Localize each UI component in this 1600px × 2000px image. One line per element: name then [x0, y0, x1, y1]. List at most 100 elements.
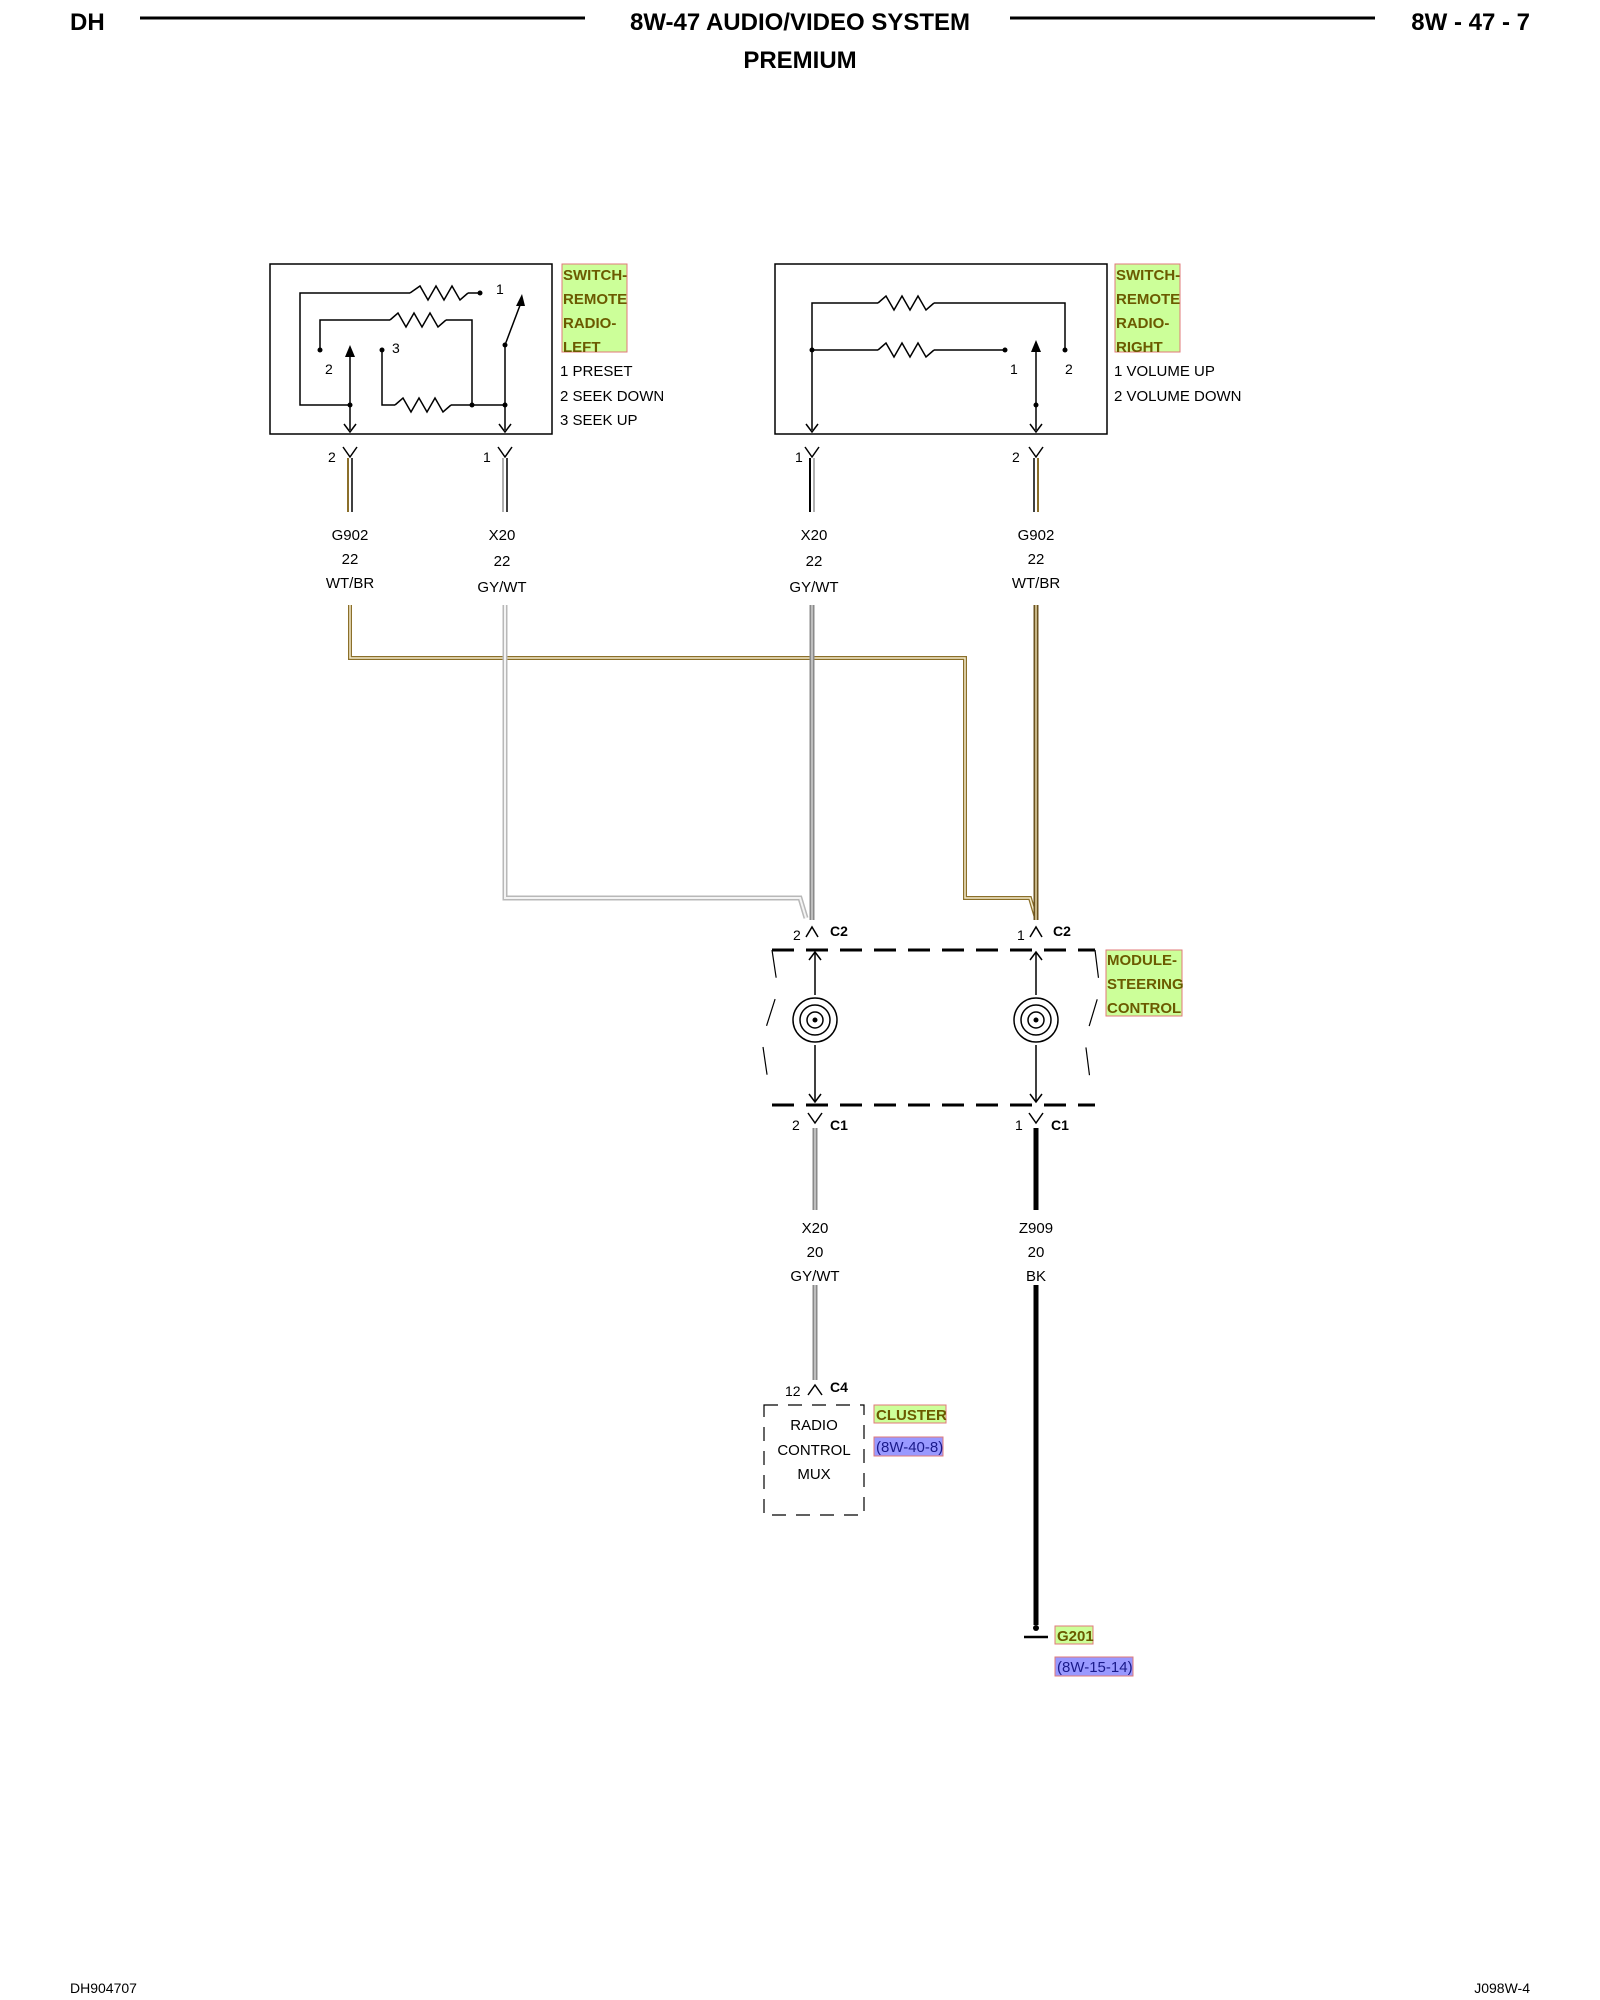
switch-left-conn-pin-b: 1 [483, 449, 491, 465]
ground-name-highlight [1054, 1625, 1094, 1645]
footer-left: DH904707 [70, 1980, 137, 1996]
module-name-line3[interactable]: CONTROL [1107, 1000, 1181, 1017]
switch-remote-radio-left: 1 2 3 [269, 263, 553, 435]
cluster-pin: 12 [785, 1383, 801, 1399]
wire-circuit: X20 [802, 1220, 829, 1237]
switch-left-function-3: 3 SEEK UP [560, 412, 638, 429]
wire-label-g902-left: G902 22 WT/BR [326, 527, 374, 592]
switch-left-pin2: 2 [325, 361, 333, 377]
wire-gauge: 22 [342, 551, 359, 568]
switch-right-conn-pin-a: 1 [795, 449, 803, 465]
module-c1-label-left: C1 [830, 1117, 848, 1133]
switch-left-box [269, 263, 553, 435]
switch-right-name-highlight [1114, 263, 1181, 353]
wire-circuit: Z909 [1019, 1220, 1053, 1237]
switch-left-name-highlight [561, 263, 628, 353]
switch-left-conn-pin-a: 2 [328, 449, 336, 465]
switch-left-function-2: 2 SEEK DOWN [560, 388, 664, 405]
switch-right-name-line1[interactable]: SWITCH- [1116, 267, 1180, 284]
wire-circuit: X20 [801, 527, 828, 544]
module-c2-pin-right: 1 [1017, 927, 1025, 943]
module-name-highlight [1105, 949, 1183, 1017]
cluster-radio-control-mux: 12 C4 RADIO CONTROL MUX [763, 1379, 865, 1516]
resistor-2 [389, 311, 447, 329]
wire-label-x20-left: X20 22 GY/WT [477, 527, 526, 596]
wire-circuit: G902 [332, 527, 369, 544]
wire-color: GY/WT [790, 1268, 839, 1285]
resistor-volume-down [877, 341, 935, 359]
mux-line3: MUX [797, 1466, 830, 1483]
module-c2-label-right: C2 [1053, 923, 1071, 939]
wire-gauge: 20 [1028, 1244, 1045, 1261]
module-c1-pin-right: 1 [1015, 1117, 1023, 1133]
module-c1-pin-left: 2 [792, 1117, 800, 1133]
switch-right-function-2: 2 VOLUME DOWN [1114, 388, 1242, 405]
switch-right-name-line3[interactable]: RADIO- [1116, 315, 1169, 332]
switch-right-conn-pin-b: 2 [1012, 449, 1020, 465]
resistor-1 [409, 284, 469, 302]
module-c1-label-right: C1 [1051, 1117, 1069, 1133]
mux-line1: RADIO [790, 1417, 838, 1434]
wire-label-x20-right: X20 22 GY/WT [789, 527, 838, 596]
clockspring-coil-icon [1013, 997, 1059, 1043]
resistor-volume-up [877, 294, 935, 312]
ground-ref-highlight [1054, 1656, 1134, 1677]
page-subtitle: PREMIUM [743, 47, 856, 74]
wire-color: WT/BR [326, 575, 374, 592]
wire-x20-right [809, 458, 815, 920]
wire-label-g902-right: G902 22 WT/BR [1012, 527, 1060, 592]
resistor-3 [394, 396, 452, 414]
cluster-ref-link[interactable]: (8W-40-8) [876, 1439, 943, 1456]
switch-right-pin2: 2 [1065, 361, 1073, 377]
module-c2-pin-left: 2 [793, 927, 801, 943]
ground-name[interactable]: G201 [1057, 1628, 1094, 1645]
ground-ref-link[interactable]: (8W-15-14) [1057, 1659, 1133, 1676]
wire-gauge: 22 [806, 553, 823, 570]
mux-line2: CONTROL [777, 1442, 850, 1459]
footer-right: J098W-4 [1474, 1980, 1530, 1996]
wire-gauge: 22 [494, 553, 511, 570]
ground-g201 [1024, 1625, 1048, 1639]
wire-color: BK [1026, 1268, 1046, 1285]
wire-gauge: 22 [1028, 551, 1045, 568]
switch-connectors: 2 1 1 2 [328, 446, 1044, 465]
radio-control-mux-box [763, 1404, 865, 1516]
module-steering-control: 2 C2 1 C2 2 [761, 923, 1101, 1133]
switch-right-function-1: 1 VOLUME UP [1114, 363, 1215, 380]
page-title: 8W-47 AUDIO/VIDEO SYSTEM [630, 9, 970, 36]
switch-right-name-line4[interactable]: RIGHT [1116, 339, 1163, 356]
wire-x20-left [502, 458, 809, 919]
wire-circuit: X20 [489, 527, 516, 544]
cluster-name-highlight [873, 1404, 947, 1424]
switch-left-name-line4[interactable]: LEFT [563, 339, 601, 356]
wire-label-z909-lower: Z909 20 BK [1019, 1220, 1053, 1285]
wire-g902-right [1033, 458, 1039, 920]
switch-left-name-line3[interactable]: RADIO- [563, 315, 616, 332]
wire-color: WT/BR [1012, 575, 1060, 592]
cluster-connector-label: C4 [830, 1379, 848, 1395]
wire-gauge: 20 [807, 1244, 824, 1261]
wire-color: GY/WT [789, 579, 838, 596]
module-name-line2[interactable]: STEERING [1107, 976, 1184, 993]
switch-left-name-line2[interactable]: REMOTE [563, 291, 627, 308]
header-right: 8W - 47 - 7 [1411, 9, 1530, 36]
wire-g902-left [347, 458, 1038, 919]
wire-label-x20-lower: X20 20 GY/WT [790, 1220, 839, 1285]
switch-right-pin1: 1 [1010, 361, 1018, 377]
switch-left-pin1: 1 [496, 281, 504, 297]
wire-color: GY/WT [477, 579, 526, 596]
switch-left-name-line1[interactable]: SWITCH- [563, 267, 627, 284]
switch-right-name-line2[interactable]: REMOTE [1116, 291, 1180, 308]
switch-left-function-1: 1 PRESET [560, 363, 633, 380]
switch-right-box [774, 263, 1108, 435]
module-c2-label-left: C2 [830, 923, 848, 939]
wire-circuit: G902 [1018, 527, 1055, 544]
header-left: DH [70, 9, 105, 36]
clockspring-coil-icon [792, 997, 838, 1043]
cluster-name[interactable]: CLUSTER [876, 1407, 947, 1424]
switch-left-pin3: 3 [392, 340, 400, 356]
module-name-line1[interactable]: MODULE- [1107, 952, 1177, 969]
cluster-ref-highlight [873, 1436, 944, 1457]
switch-remote-radio-right: 1 2 [774, 263, 1108, 435]
